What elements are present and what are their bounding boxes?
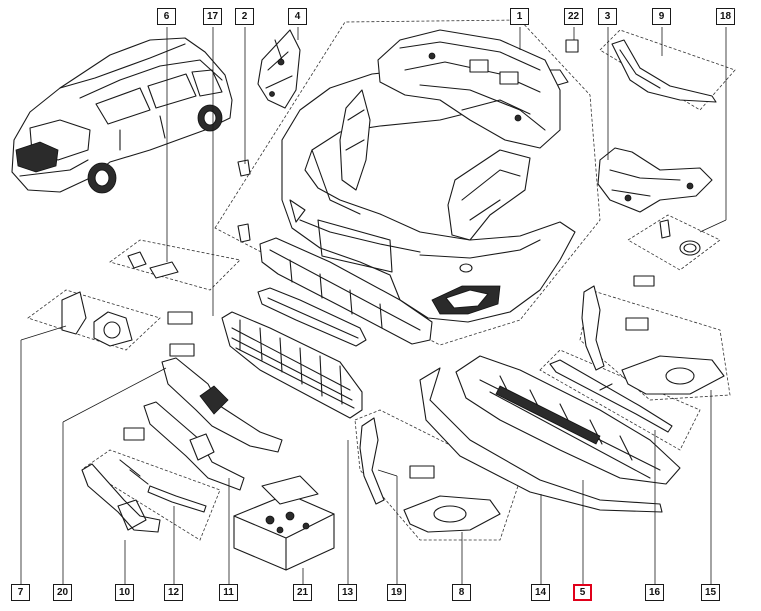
callout-11: 11: [219, 584, 238, 601]
absorber-bar: [259, 237, 433, 345]
undertray-part-5: [455, 355, 681, 485]
callout-7: 7: [11, 584, 30, 601]
callout-3: 3: [598, 8, 617, 25]
fog-bezel-part-8: [403, 465, 501, 533]
callout-21: 21: [293, 584, 312, 601]
side-trim-part-19: [359, 417, 385, 505]
callout-1: 1: [510, 8, 529, 25]
callout-9: 9: [652, 8, 671, 25]
bezel-part-15: [581, 285, 725, 395]
bracket-part-4: [257, 29, 301, 109]
grille-frame-part-10: [81, 463, 161, 533]
lower-grille-part-17: [221, 311, 363, 419]
fixing-kit-part-21: [233, 475, 335, 571]
leader-lines: [20, 27, 727, 585]
callout-13: 13: [338, 584, 357, 601]
grille-insert-part-13: [257, 287, 367, 347]
trim-strip-part-9: [611, 39, 717, 103]
grille-frame-part-20: [161, 357, 283, 453]
spoiler-part-14: [419, 367, 663, 513]
callout-16: 16: [645, 584, 664, 601]
callout-10: 10: [115, 584, 134, 601]
clips-part-6: [127, 251, 179, 279]
clip-box-a: [167, 311, 193, 325]
trim-part-12: [119, 427, 207, 513]
callout-19: 19: [387, 584, 406, 601]
bracket-part-3: [597, 147, 713, 213]
clip-part-22: [565, 39, 579, 53]
clip-box-b: [169, 343, 195, 357]
strip-part-16: [549, 359, 673, 433]
callout-17: 17: [203, 8, 222, 25]
fog-mounts-part-7: [61, 291, 133, 347]
callout-14: 14: [531, 584, 550, 601]
grille-frame-part-11: [143, 401, 245, 491]
callout-5-highlighted: 5: [573, 584, 592, 601]
callout-20: 20: [53, 584, 72, 601]
callout-22: 22: [564, 8, 583, 25]
callout-4: 4: [288, 8, 307, 25]
callout-12: 12: [164, 584, 183, 601]
callout-6: 6: [157, 8, 176, 25]
callout-2: 2: [235, 8, 254, 25]
upper-support-part-1: [339, 29, 561, 241]
callout-18: 18: [716, 8, 735, 25]
callout-8: 8: [452, 584, 471, 601]
car-illustration: [11, 37, 233, 194]
clips-part-18: [633, 219, 701, 287]
bumper-shell-part-1: [281, 69, 576, 323]
clip-part-2: [237, 159, 251, 243]
callout-15: 15: [701, 584, 720, 601]
